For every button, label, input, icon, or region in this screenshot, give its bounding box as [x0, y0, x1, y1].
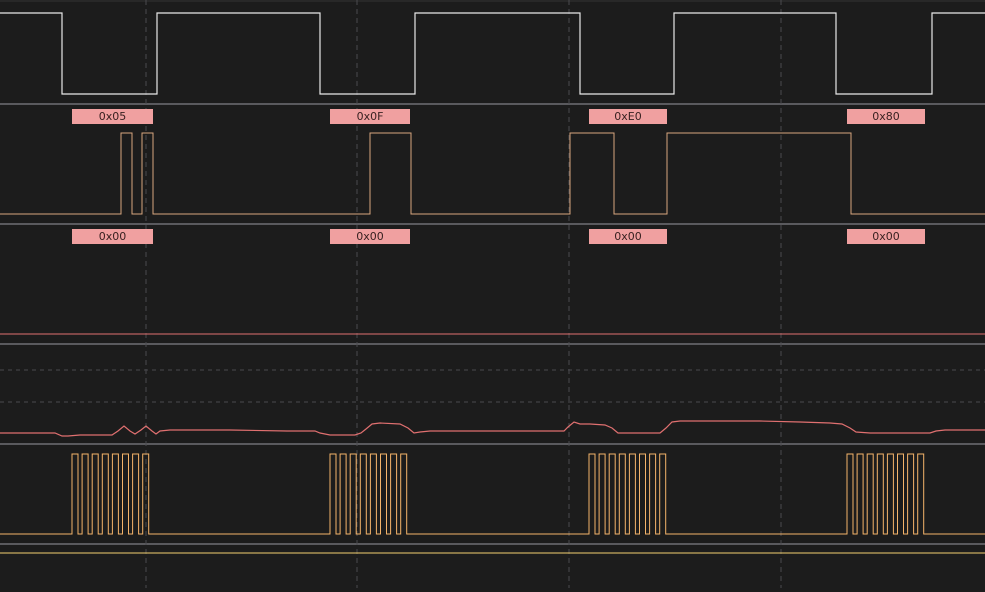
mosi-decode-badge[interactable]: 0x80: [847, 109, 925, 124]
analog-trace: [0, 420, 985, 437]
miso-decode-badge[interactable]: 0x00: [847, 229, 925, 244]
time-gridlines: [145, 0, 782, 588]
sck-trace: [0, 453, 985, 535]
mosi-decode-badge[interactable]: 0xE0: [589, 109, 667, 124]
miso-decode-badge[interactable]: 0x00: [72, 229, 153, 244]
mosi-trace: [0, 132, 985, 215]
channel-separators: [0, 0, 985, 545]
miso-decode-badge[interactable]: 0x00: [589, 229, 667, 244]
mosi-decode-badge[interactable]: 0x0F: [330, 109, 410, 124]
miso-decode-badge[interactable]: 0x00: [330, 229, 410, 244]
mosi-decode-badge[interactable]: 0x05: [72, 109, 153, 124]
cs-trace: [0, 12, 985, 95]
